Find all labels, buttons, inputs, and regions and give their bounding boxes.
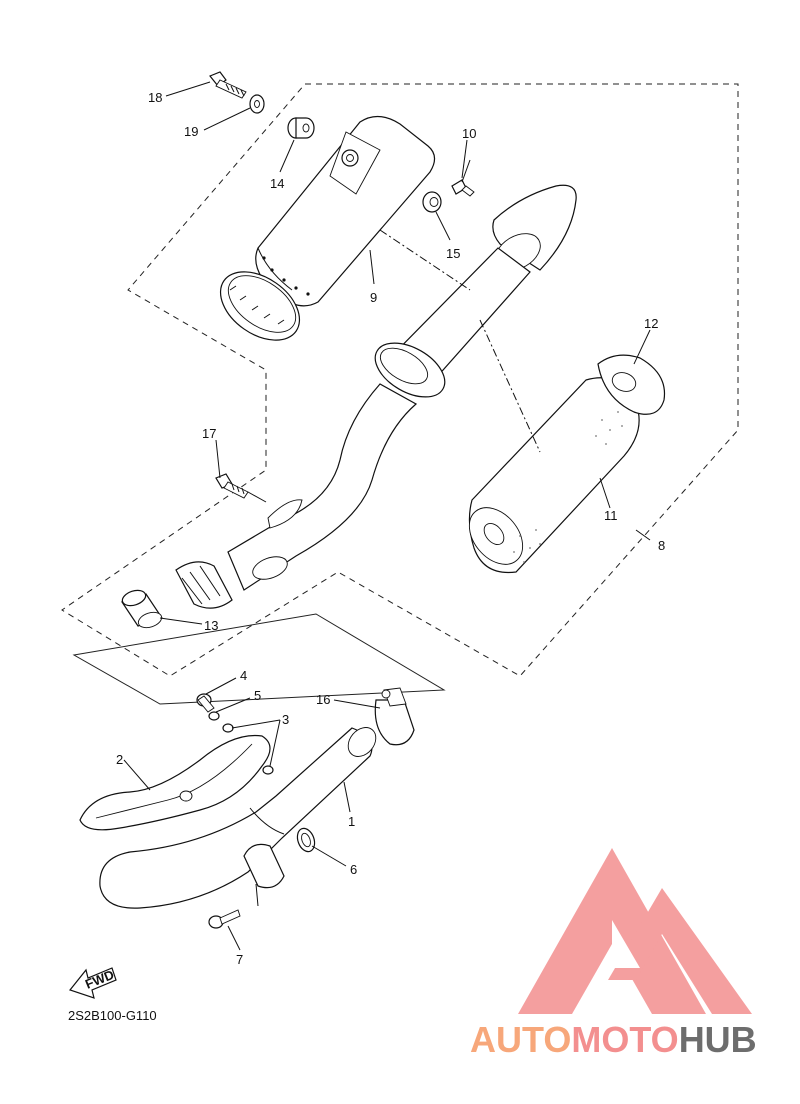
callout-12: 12	[644, 316, 658, 331]
automotohub-logo	[518, 848, 752, 1014]
callout-19: 19	[184, 124, 198, 139]
svg-text:FWD: FWD	[83, 967, 116, 992]
callout-labels: 18 19 14 10 15 9 12 11 8 17 13 4 5 3 16 …	[116, 90, 665, 967]
fwd-arrow-icon: FWD	[68, 967, 117, 999]
callout-5: 5	[254, 688, 261, 703]
bolt-18	[209, 71, 247, 99]
gasket-12	[597, 354, 666, 415]
muffler-assembly-boundary	[61, 83, 739, 677]
callout-17: 17	[202, 426, 216, 441]
callout-4: 4	[240, 668, 247, 683]
header-area-boundary	[72, 613, 446, 705]
packing-texture	[513, 411, 623, 563]
clamp-16	[374, 687, 415, 746]
callout-16: 16	[316, 692, 330, 707]
muffler-body	[374, 184, 577, 398]
gasket-6	[296, 827, 316, 853]
washer-3b	[262, 765, 274, 775]
callout-8: 8	[658, 538, 665, 553]
callout-7: 7	[236, 952, 243, 967]
callout-13: 13	[204, 618, 218, 633]
washer-19	[249, 94, 265, 114]
callout-2: 2	[116, 752, 123, 767]
callout-9: 9	[370, 290, 377, 305]
callout-1: 1	[348, 814, 355, 829]
washer-5	[208, 711, 220, 721]
washer-3a	[222, 723, 234, 733]
bolt-7	[208, 909, 241, 929]
logo-text: AUTOMOTOHUB	[470, 1019, 757, 1060]
bolt-17	[215, 473, 249, 499]
callout-3: 3	[282, 712, 289, 727]
muffler-cover-9	[255, 115, 436, 307]
logo-triangle-inner	[608, 888, 752, 1014]
gasket-13	[121, 589, 163, 629]
damper-14	[287, 117, 315, 139]
collar-15	[422, 191, 442, 213]
exhaust-pipe-1	[99, 727, 377, 909]
silencer-packing-11	[468, 377, 640, 574]
callout-11: 11	[604, 508, 618, 523]
callout-18: 18	[148, 90, 162, 105]
bolt-4	[196, 693, 215, 713]
rivet-10	[451, 159, 475, 197]
protector-2	[79, 734, 271, 831]
callout-10: 10	[462, 126, 476, 141]
diagram-code: 2S2B100-G110	[68, 1008, 157, 1023]
link-pipe	[175, 383, 418, 609]
leader-lines	[123, 81, 651, 951]
callout-6: 6	[350, 862, 357, 877]
callout-14: 14	[270, 176, 284, 191]
muffler-band	[219, 271, 301, 341]
callout-15: 15	[446, 246, 460, 261]
